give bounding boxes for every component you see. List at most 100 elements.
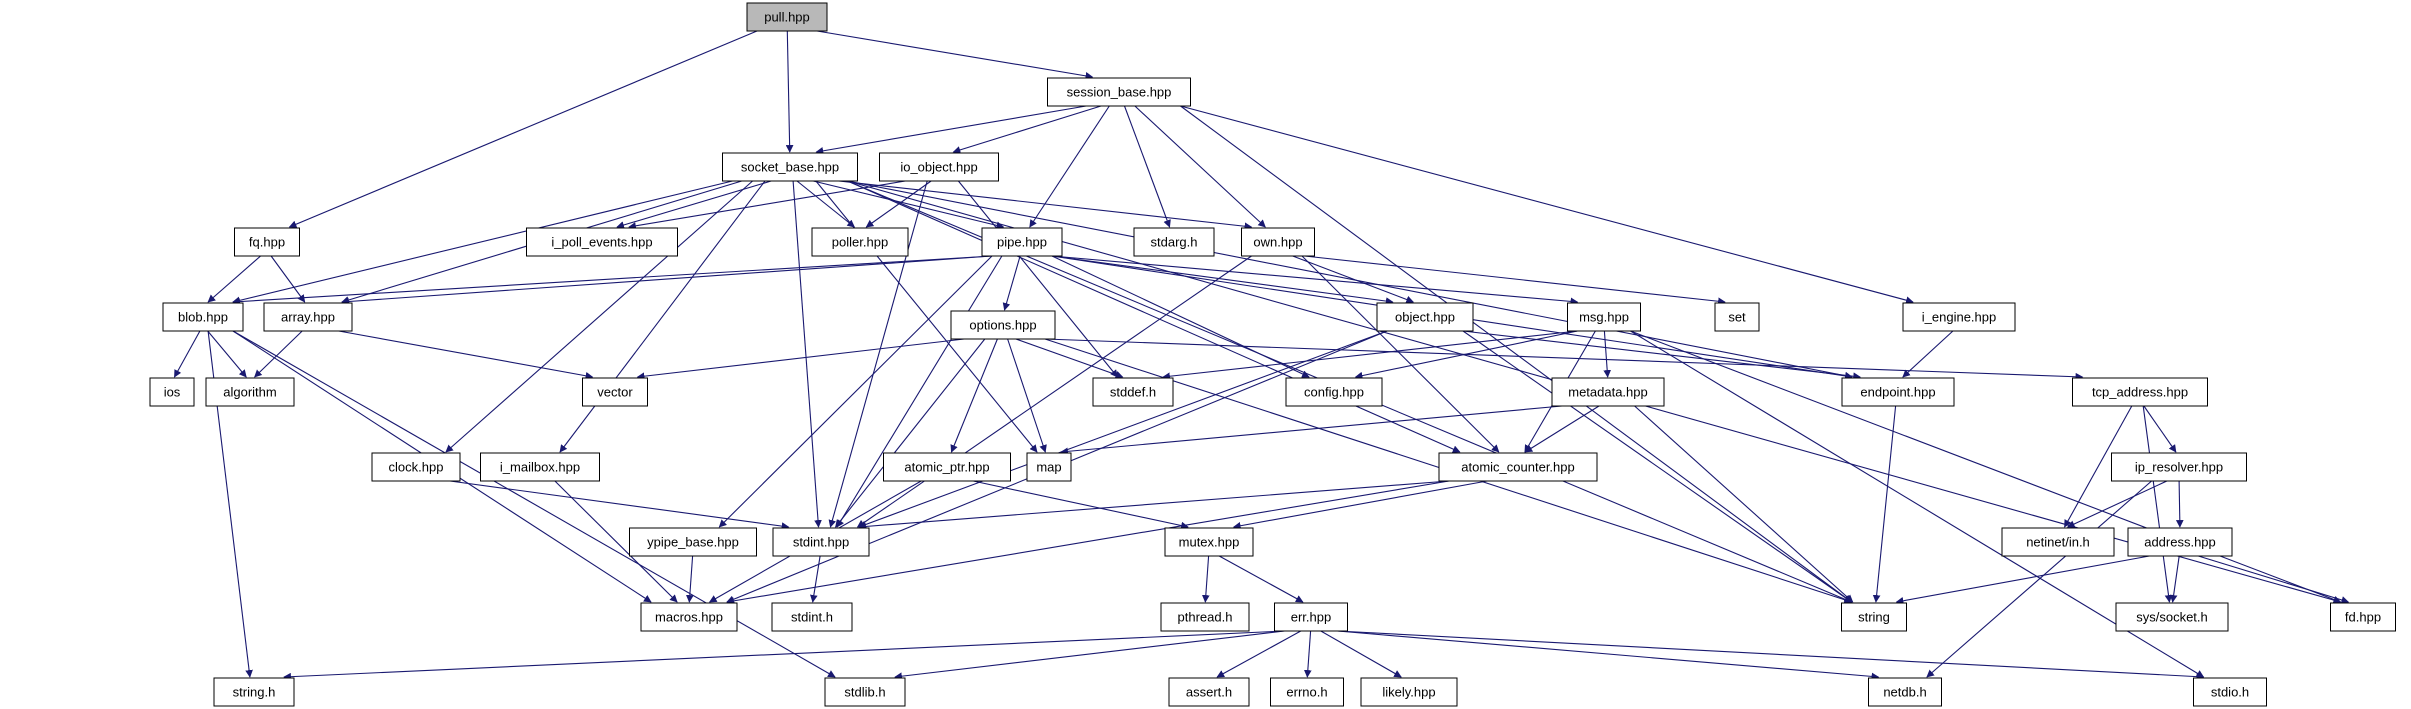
node-box [263,302,353,332]
edge-options_hpp-to-stddef_h [1015,338,1124,379]
node-box [1714,302,1760,332]
edge-array_hpp-to-algorithm [254,330,303,378]
node-errno_h[interactable]: errno.h [1270,677,1344,707]
node-object_hpp[interactable]: object.hpp [1376,302,1474,332]
node-err_hpp[interactable]: err.hpp [1274,602,1348,632]
node-set[interactable]: set [1714,302,1760,332]
node-label: netinet/in.h [2026,535,2090,550]
edge-object_hpp-to-stdint_hpp [858,330,1388,529]
node-stdlib_h[interactable]: stdlib.h [824,677,906,707]
node-atomic_ptr_hpp[interactable]: atomic_ptr.hpp [883,452,1011,482]
node-i_mailbox_hpp[interactable]: i_mailbox.hpp [480,452,600,482]
node-stdint_hpp[interactable]: stdint.hpp [772,527,870,557]
edge-object_hpp-to-endpoint_hpp [1462,330,1861,381]
edge-layer [173,30,2350,681]
node-assert_h[interactable]: assert.h [1168,677,1250,707]
edge-ypipe_base_hpp-to-macros_hpp [685,555,694,603]
node-algorithm[interactable]: algorithm [205,377,295,407]
edge-pipe_hpp-to-config_hpp [1051,255,1310,378]
node-stdint_h[interactable]: stdint.h [771,602,853,632]
edge-msg_hpp-to-fd_hpp [1630,330,2342,604]
node-label: own.hpp [1253,235,1302,250]
edge-pipe_hpp-to-blob_hpp [232,255,993,306]
edge-socket_base_hpp-to-endpoint_hpp [847,180,1853,380]
node-msg_hpp[interactable]: msg.hpp [1567,302,1641,332]
node-netdb_h[interactable]: netdb.h [1868,677,1942,707]
edge-own_hpp-to-stdint_hpp [856,255,1252,528]
edge-ip_resolver_hpp-to-netinet_in_h [2066,480,2168,528]
node-socket_base_hpp[interactable]: socket_base.hpp [722,152,858,182]
node-i_engine_hpp[interactable]: i_engine.hpp [1902,302,2016,332]
node-box [205,377,295,407]
node-box [1902,302,2016,332]
node-box [1241,227,1315,257]
edge-mutex_hpp-to-pthread_h [1201,555,1210,603]
node-label: errno.h [1286,685,1327,700]
node-box [234,227,300,257]
node-map[interactable]: map [1026,452,1072,482]
edge-err_hpp-to-stdlib_h [894,630,1285,681]
node-tcp_address_hpp[interactable]: tcp_address.hpp [2072,377,2208,407]
node-options_hpp[interactable]: options.hpp [950,310,1056,340]
node-likely_hpp[interactable]: likely.hpp [1360,677,1458,707]
node-vector[interactable]: vector [582,377,648,407]
node-stdarg_h[interactable]: stdarg.h [1133,227,1215,257]
node-label: clock.hpp [389,460,444,475]
node-string[interactable]: string [1841,602,1907,632]
edge-mutex_hpp-to-err_hpp [1218,555,1304,603]
node-i_poll_events_hpp[interactable]: i_poll_events.hpp [526,227,678,257]
node-label: err.hpp [1291,610,1331,625]
node-ypipe_base_hpp[interactable]: ypipe_base.hpp [629,527,757,557]
node-fq_hpp[interactable]: fq.hpp [234,227,300,257]
node-label: ypipe_base.hpp [647,535,739,550]
node-session_base_hpp[interactable]: session_base.hpp [1047,77,1191,107]
node-fd_hpp[interactable]: fd.hpp [2330,602,2396,632]
node-box [1164,527,1254,557]
node-atomic_counter_hpp[interactable]: atomic_counter.hpp [1438,452,1598,482]
edge-pipe_hpp-to-ypipe_base_hpp [718,255,993,528]
node-pipe_hpp[interactable]: pipe.hpp [981,227,1063,257]
node-box [2072,377,2208,407]
node-box [1376,302,1474,332]
edge-pull_hpp-to-fq_hpp [288,30,758,228]
node-own_hpp[interactable]: own.hpp [1241,227,1315,257]
node-stdio_h[interactable]: stdio.h [2193,677,2267,707]
edge-err_hpp-to-assert_h [1216,630,1302,678]
node-pthread_h[interactable]: pthread.h [1160,602,1250,632]
node-netinet_in_h[interactable]: netinet/in.h [2001,527,2115,557]
node-config_hpp[interactable]: config.hpp [1285,377,1383,407]
node-io_object_hpp[interactable]: io_object.hpp [879,152,999,182]
node-poller_hpp[interactable]: poller.hpp [811,227,909,257]
edge-tcp_address_hpp-to-sys_socket_h [2142,405,2173,603]
node-box [1551,377,1665,407]
node-address_hpp[interactable]: address.hpp [2127,527,2233,557]
node-pull_hpp[interactable]: pull.hpp [746,2,828,32]
node-endpoint_hpp[interactable]: endpoint.hpp [1841,377,1955,407]
node-label: atomic_ptr.hpp [904,460,989,475]
edge-msg_hpp-to-metadata_hpp [1603,330,1612,378]
node-macros_hpp[interactable]: macros.hpp [640,602,738,632]
node-box [2193,677,2267,707]
node-ip_resolver_hpp[interactable]: ip_resolver.hpp [2111,452,2247,482]
node-box [213,677,295,707]
node-box [1285,377,1383,407]
node-blob_hpp[interactable]: blob.hpp [162,302,244,332]
edge-atomic_counter_hpp-to-macros_hpp [726,480,1450,605]
node-sys_socket_h[interactable]: sys/socket.h [2115,602,2229,632]
node-metadata_hpp[interactable]: metadata.hpp [1551,377,1665,407]
node-array_hpp[interactable]: array.hpp [263,302,353,332]
edge-socket_base_hpp-to-pipe_hpp [813,180,1005,230]
node-label: blob.hpp [178,310,228,325]
node-box [1868,677,1942,707]
node-label: io_object.hpp [900,160,977,175]
node-label: stdint.hpp [793,535,849,550]
node-box [1567,302,1641,332]
node-stddef_h[interactable]: stddef.h [1092,377,1174,407]
node-box [1047,77,1191,107]
node-string_h[interactable]: string.h [213,677,295,707]
node-clock_hpp[interactable]: clock.hpp [371,452,461,482]
node-mutex_hpp[interactable]: mutex.hpp [1164,527,1254,557]
node-ios[interactable]: ios [149,377,195,407]
edge-options_hpp-to-atomic_ptr_hpp [950,338,998,453]
